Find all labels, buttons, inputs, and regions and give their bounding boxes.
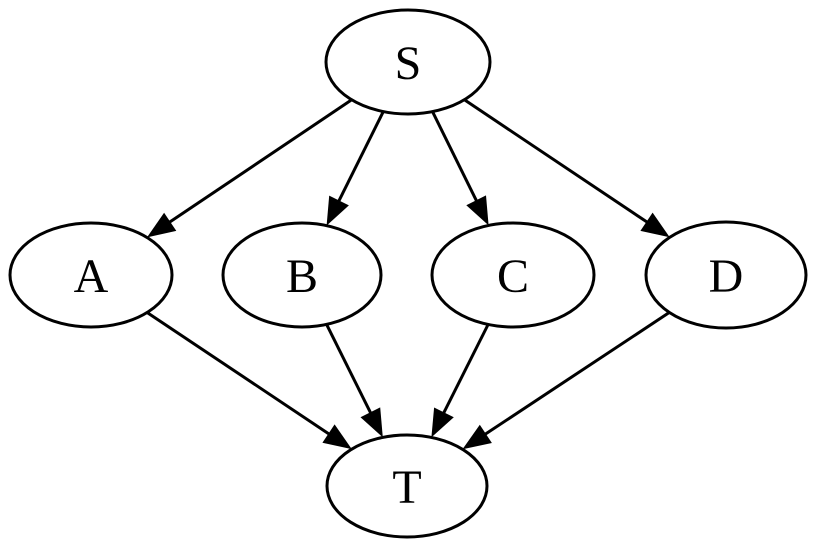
arrowhead-A-T xyxy=(322,424,352,450)
node-label-A: A xyxy=(74,250,109,303)
arrowhead-S-B xyxy=(326,195,349,226)
edge-B-T xyxy=(325,323,373,415)
arrowhead-B-T xyxy=(360,407,383,438)
edge-S-C xyxy=(431,110,479,203)
edge-S-B xyxy=(336,110,385,203)
edge-S-D xyxy=(463,98,649,225)
node-label-S: S xyxy=(395,37,422,90)
node-ellipse-A xyxy=(8,221,174,329)
node-ellipse-B xyxy=(221,221,383,329)
node-ellipse-C xyxy=(430,221,596,329)
node-ellipse-T xyxy=(325,433,489,539)
arrowhead-S-C xyxy=(466,195,489,226)
edge-C-T xyxy=(441,323,490,415)
edge-S-A xyxy=(167,98,353,225)
arrowhead-D-T xyxy=(462,424,492,450)
node-label-T: T xyxy=(392,461,421,514)
arrowhead-C-T xyxy=(431,407,454,438)
arrowhead-S-A xyxy=(147,212,177,238)
node-label-D: D xyxy=(709,250,744,303)
edge-A-T xyxy=(146,311,331,436)
node-ellipse-S xyxy=(324,8,492,116)
edge-D-T xyxy=(483,311,671,437)
node-ellipse-D xyxy=(644,220,808,330)
node-label-B: B xyxy=(286,250,318,303)
arrowhead-S-D xyxy=(640,212,670,238)
node-label-C: C xyxy=(497,250,529,303)
